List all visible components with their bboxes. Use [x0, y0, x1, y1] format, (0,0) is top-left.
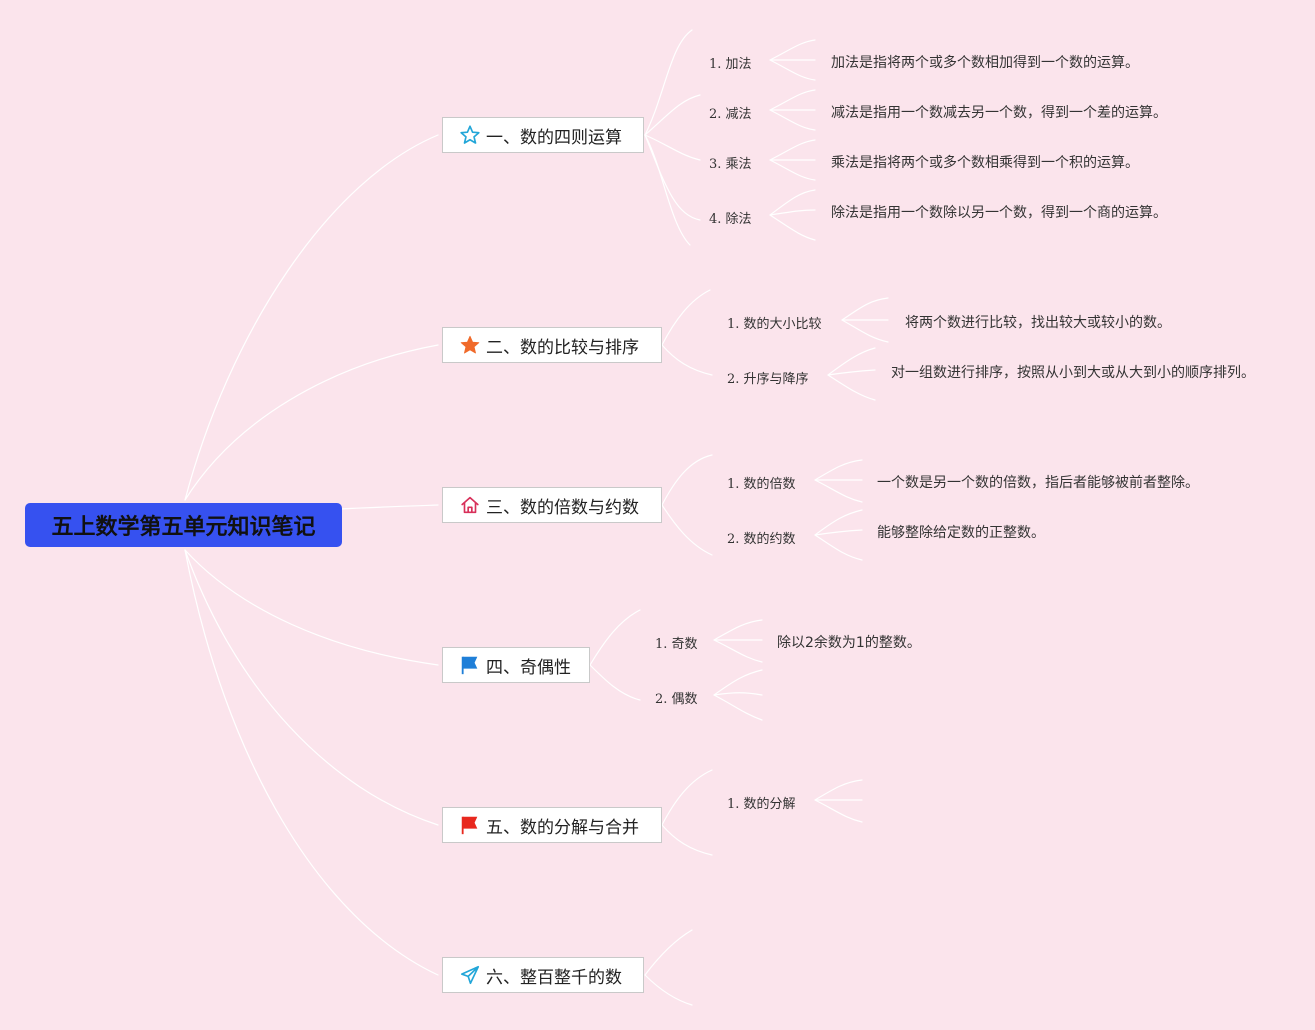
topic-label: 一、数的四则运算	[486, 127, 622, 148]
root-node[interactable]: 五上数学第五单元知识笔记	[25, 503, 342, 547]
item-size-compare-desc: 将两个数进行比较，找出较大或较小的数。	[905, 315, 1171, 331]
topic-label: 二、数的比较与排序	[486, 337, 639, 358]
item-odd-desc: 除以2余数为1的整数。	[777, 635, 921, 651]
topic-decompose-combine[interactable]: 五、数的分解与合并	[442, 807, 662, 843]
topic-arithmetic[interactable]: 一、数的四则运算	[442, 117, 644, 153]
red-flag-icon	[459, 814, 481, 836]
item-addition[interactable]: 1. 加法	[709, 57, 752, 72]
paper-plane-icon	[459, 964, 481, 986]
item-multiples[interactable]: 1. 数的倍数	[727, 477, 796, 492]
topic-multiples-divisors[interactable]: 三、数的倍数与约数	[442, 487, 662, 523]
item-size-compare[interactable]: 1. 数的大小比较	[727, 317, 822, 332]
root-title: 五上数学第五单元知识笔记	[51, 515, 316, 540]
item-decompose[interactable]: 1. 数的分解	[727, 797, 796, 812]
item-multiplication-desc: 乘法是指将两个或多个数相乘得到一个积的运算。	[831, 155, 1139, 171]
star-filled-icon	[459, 334, 481, 356]
topic-hundreds-thousands[interactable]: 六、整百整千的数	[442, 957, 644, 993]
item-subtraction-desc: 减法是指用一个数减去另一个数，得到一个差的运算。	[831, 105, 1167, 121]
item-asc-desc[interactable]: 2. 升序与降序	[727, 372, 809, 387]
item-asc-desc-desc: 对一组数进行排序，按照从小到大或从大到小的顺序排列。	[891, 365, 1255, 381]
topic-label: 五、数的分解与合并	[486, 817, 639, 838]
blue-flag-icon	[459, 654, 481, 676]
item-division[interactable]: 4. 除法	[709, 212, 752, 227]
item-multiplication[interactable]: 3. 乘法	[709, 157, 752, 172]
item-divisors-desc: 能够整除给定数的正整数。	[877, 525, 1045, 541]
home-icon	[459, 494, 481, 516]
item-multiples-desc: 一个数是另一个数的倍数，指后者能够被前者整除。	[877, 475, 1199, 491]
item-divisors[interactable]: 2. 数的约数	[727, 532, 796, 547]
topic-label: 四、奇偶性	[486, 657, 571, 678]
item-division-desc: 除法是指用一个数除以另一个数，得到一个商的运算。	[831, 205, 1167, 221]
item-subtraction[interactable]: 2. 减法	[709, 107, 752, 122]
star-outline-icon	[459, 124, 481, 146]
item-addition-desc: 加法是指将两个或多个数相加得到一个数的运算。	[831, 55, 1139, 71]
item-odd[interactable]: 1. 奇数	[655, 637, 698, 652]
topic-compare-sort[interactable]: 二、数的比较与排序	[442, 327, 662, 363]
item-even[interactable]: 2. 偶数	[655, 692, 698, 707]
topic-label: 六、整百整千的数	[486, 967, 622, 988]
topic-label: 三、数的倍数与约数	[486, 497, 639, 518]
topic-parity[interactable]: 四、奇偶性	[442, 647, 590, 683]
